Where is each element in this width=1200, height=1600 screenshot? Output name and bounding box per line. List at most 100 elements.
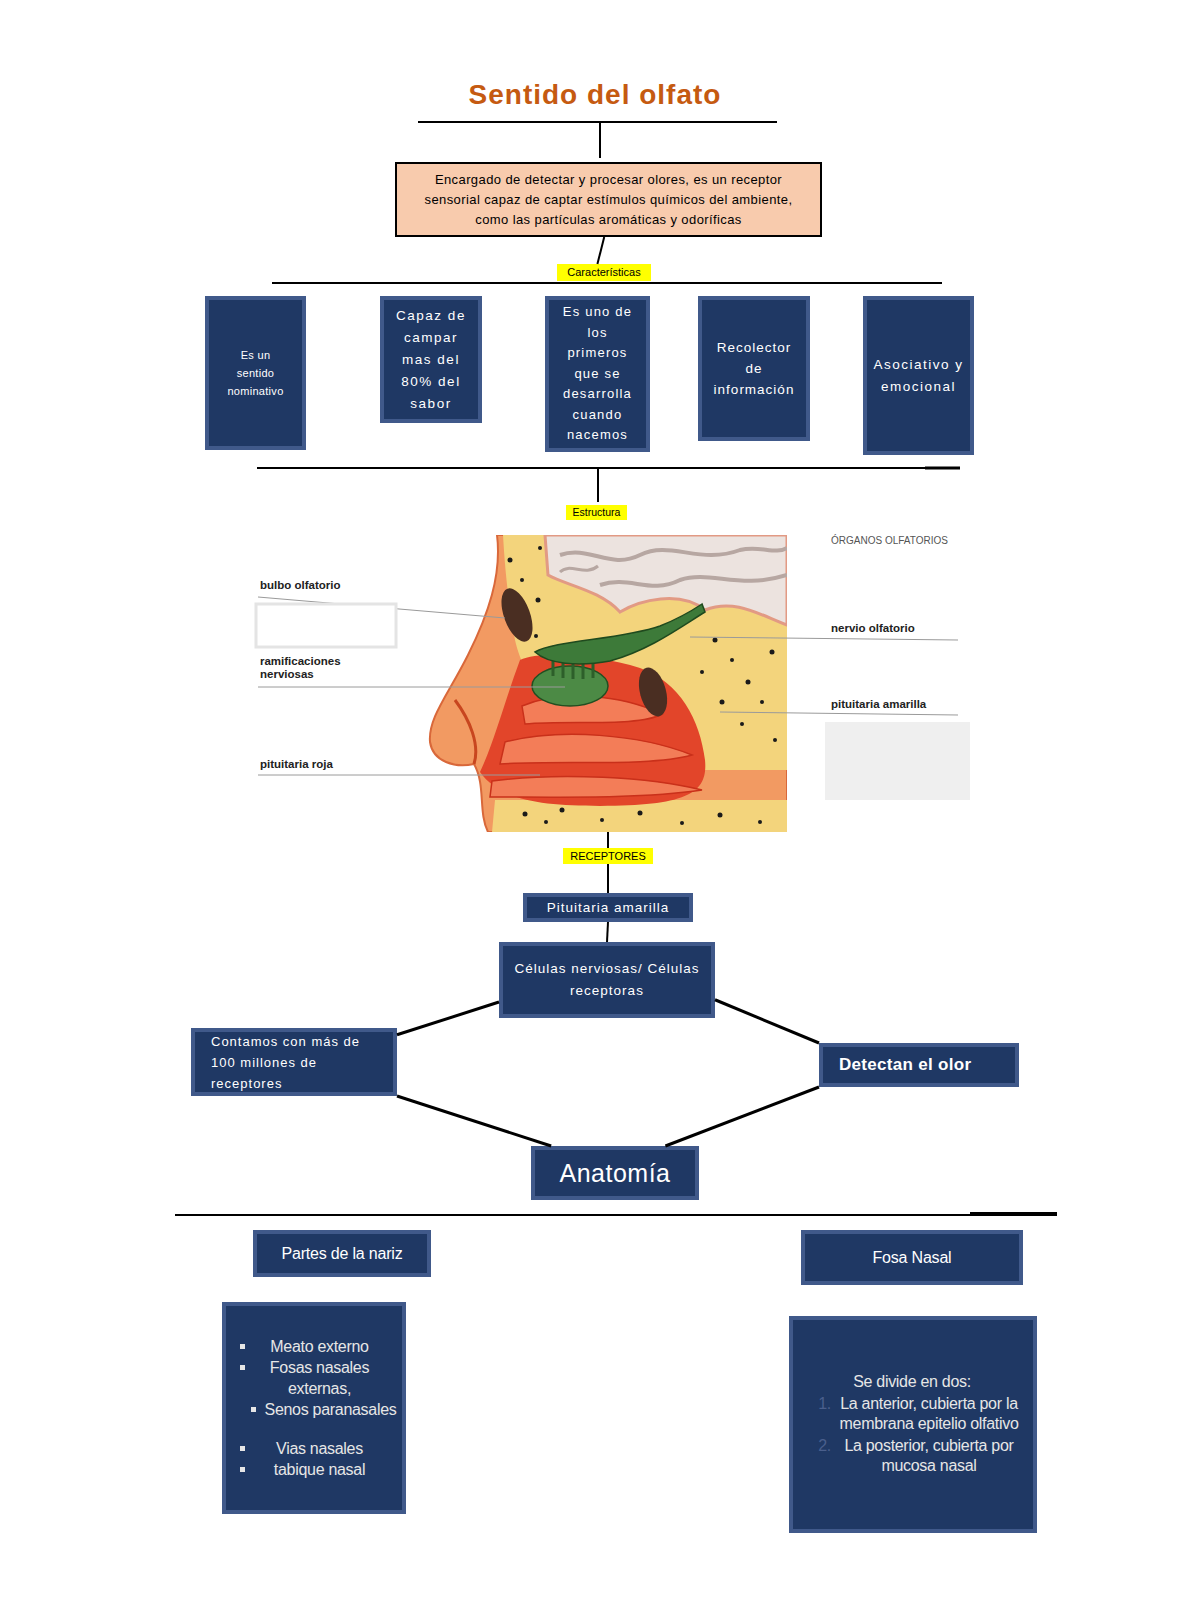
bone-dot xyxy=(523,812,528,817)
title-bar xyxy=(418,121,777,123)
bone-dot xyxy=(544,820,548,824)
bone-dot xyxy=(770,650,775,655)
highlight-label: RECEPTORES xyxy=(563,848,653,864)
node-text: Recolector de información xyxy=(706,337,802,400)
lower-turbinate xyxy=(490,776,702,797)
feature-box: Es uno de los primeros que se desarrolla… xyxy=(545,296,650,452)
receptor-box: Células nerviosas/ Células receptoras xyxy=(499,942,715,1018)
title-stem xyxy=(599,122,601,158)
nasal-cavity xyxy=(480,655,705,806)
middle-turbinate xyxy=(500,734,692,764)
list-row: Vias nasales xyxy=(240,1438,388,1459)
features-bar xyxy=(272,282,942,284)
leader-line xyxy=(258,687,565,688)
bone-dots xyxy=(508,546,778,825)
bone-dot xyxy=(730,658,734,662)
connector-line xyxy=(397,1096,551,1146)
list-row: Meato externo xyxy=(240,1336,388,1357)
diagram-title: Sentido del olfato xyxy=(395,78,795,112)
image-background xyxy=(410,535,787,832)
bone-dot xyxy=(638,811,643,816)
connector-line xyxy=(607,922,608,942)
section-box: Fosa Nasal xyxy=(801,1230,1023,1285)
node-text: Células nerviosas/ Células receptoras xyxy=(511,958,703,1002)
bullet-marker xyxy=(240,1365,245,1370)
node-text: Contamos con más de 100 millones de rece… xyxy=(211,1031,383,1094)
list-row: tabique nasal xyxy=(240,1459,388,1480)
structure-stem xyxy=(597,468,599,502)
palate-bone xyxy=(492,800,787,832)
bone-dot xyxy=(534,634,538,638)
part-label: pituitaria amarilla xyxy=(831,698,971,711)
list-box: Meato externoFosas nasales externas,Seno… xyxy=(222,1302,406,1514)
bone-dot xyxy=(773,738,777,742)
section-box: Partes de la nariz xyxy=(253,1230,431,1277)
node-text: Anatomía xyxy=(559,1158,670,1188)
face-skin xyxy=(430,535,787,832)
node-text: Detectan el olor xyxy=(839,1054,1005,1076)
bullet-marker xyxy=(251,1407,256,1412)
nose-illustration xyxy=(410,535,787,832)
node-text: 1. xyxy=(803,1394,837,1435)
bone-dot xyxy=(760,700,764,704)
list-row: Senos paranasales xyxy=(229,1399,399,1420)
anatomy-bar xyxy=(175,1214,1057,1216)
node-text: Pituitaria amarilla xyxy=(547,899,670,917)
node-text: Se divide en dos: xyxy=(803,1372,1021,1393)
nostril-edge xyxy=(455,700,476,764)
node-text: Fosa Nasal xyxy=(873,1248,952,1268)
olfactory-mucosa xyxy=(532,666,608,706)
list-item-text: Vias nasales xyxy=(251,1438,388,1459)
node-text: Es uno de los primeros que se desarrolla… xyxy=(555,302,640,446)
node-text: Encargado de detectar y procesar olores,… xyxy=(407,170,810,230)
bone-dot xyxy=(600,818,604,822)
bullet-marker xyxy=(240,1344,245,1349)
bone-dot xyxy=(680,821,684,825)
list-item-text: Meato externo xyxy=(251,1336,388,1357)
node-text: Capaz de campar mas del 80% del sabor xyxy=(392,305,470,415)
list-box: Se divide en dos:1.La anterior, cubierta… xyxy=(789,1316,1037,1533)
section-box: Anatomía xyxy=(531,1146,699,1200)
leader-line xyxy=(720,712,958,715)
highlight-label: Características xyxy=(557,264,651,281)
list-item-text: Fosas nasales externas, xyxy=(251,1357,388,1399)
bone-dot xyxy=(538,546,542,550)
blank-box xyxy=(825,722,970,800)
sphenoid-sinus xyxy=(634,664,672,719)
olfactory-bulb xyxy=(535,604,705,664)
connector-line xyxy=(597,237,604,264)
bone-dot xyxy=(740,722,744,726)
node-text: Asociativo y emocional xyxy=(872,354,965,398)
node-text: Partes de la nariz xyxy=(282,1244,403,1264)
connector-line xyxy=(607,864,609,893)
brain-fold xyxy=(600,575,787,586)
image-stem xyxy=(607,832,609,848)
connector-line xyxy=(665,1087,819,1146)
node-text: Estructura xyxy=(573,505,621,520)
brain-fold xyxy=(560,548,787,560)
bone-dot xyxy=(718,813,723,818)
bar-end xyxy=(970,1212,1057,1214)
node-text: Características xyxy=(567,264,640,281)
bone-dot xyxy=(746,680,751,685)
node-text: RECEPTORES xyxy=(570,848,646,864)
leader-line xyxy=(690,637,958,640)
feature-box: Capaz de campar mas del 80% del sabor xyxy=(380,296,482,423)
info-box: Detectan el olor xyxy=(819,1043,1019,1087)
connector-line xyxy=(715,1000,819,1043)
info-box: Contamos con más de 100 millones de rece… xyxy=(191,1028,397,1096)
connector-line xyxy=(397,1002,499,1035)
frontal-sinus xyxy=(495,584,539,646)
leader-line xyxy=(258,775,540,776)
node-text: 2. xyxy=(803,1436,837,1477)
bone-dot xyxy=(758,820,762,824)
bone-dot xyxy=(536,598,541,603)
bone-dot xyxy=(720,700,725,705)
part-label: bulbo olfatorio xyxy=(260,579,400,592)
part-label: pituitaria roja xyxy=(260,758,400,771)
feature-box: Es un sentido nominativo xyxy=(205,296,306,450)
bone-dot xyxy=(560,808,565,813)
bullet-marker xyxy=(240,1446,245,1451)
brain-fold xyxy=(560,566,598,572)
